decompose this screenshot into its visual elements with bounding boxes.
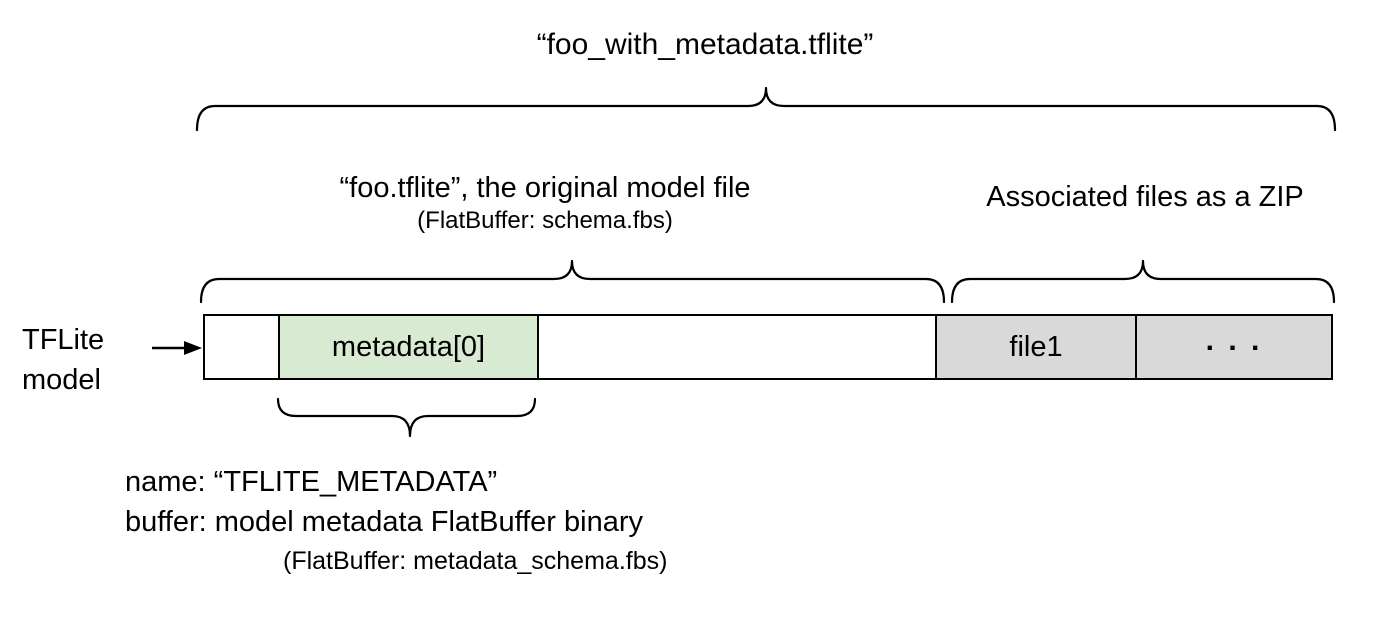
- bar-segment-metadata: metadata[0]: [278, 316, 537, 378]
- metadata-underbrace: [276, 397, 537, 438]
- annotation-schema-line: (FlatBuffer: metadata_schema.fbs): [283, 547, 668, 575]
- top-brace: [195, 86, 1337, 132]
- model-file-brace: [199, 259, 946, 304]
- model-bar: metadata[0] file1 . . .: [203, 314, 1333, 380]
- annotation-name-line: name: “TFLITE_METADATA”: [125, 466, 498, 498]
- associated-files-brace: [950, 259, 1336, 304]
- associated-files-label: Associated files as a ZIP: [986, 181, 1304, 213]
- annotation-buffer-line: buffer: model metadata FlatBuffer binary: [125, 506, 643, 538]
- metadata-annotation: name: “TFLITE_METADATA” buffer: model me…: [125, 462, 667, 580]
- bar-segment-model-body: [537, 316, 935, 378]
- model-file-label: “foo.tflite”, the original model file: [339, 172, 751, 204]
- tflite-model-label-line1: TFLite: [22, 324, 105, 356]
- bar-segment-file1: file1: [935, 316, 1135, 378]
- bar-segment-header: [205, 316, 278, 378]
- model-file-sublabel: (FlatBuffer: schema.fbs): [417, 207, 673, 234]
- file-title: “foo_with_metadata.tflite”: [536, 28, 874, 61]
- model-file-label-group: “foo.tflite”, the original model file (F…: [200, 170, 890, 236]
- arrow-icon: [152, 341, 202, 355]
- tflite-model-label-line2: model: [22, 364, 101, 396]
- tflite-model-label: TFLite model: [22, 320, 104, 400]
- bar-segment-more-files: . . .: [1135, 316, 1331, 378]
